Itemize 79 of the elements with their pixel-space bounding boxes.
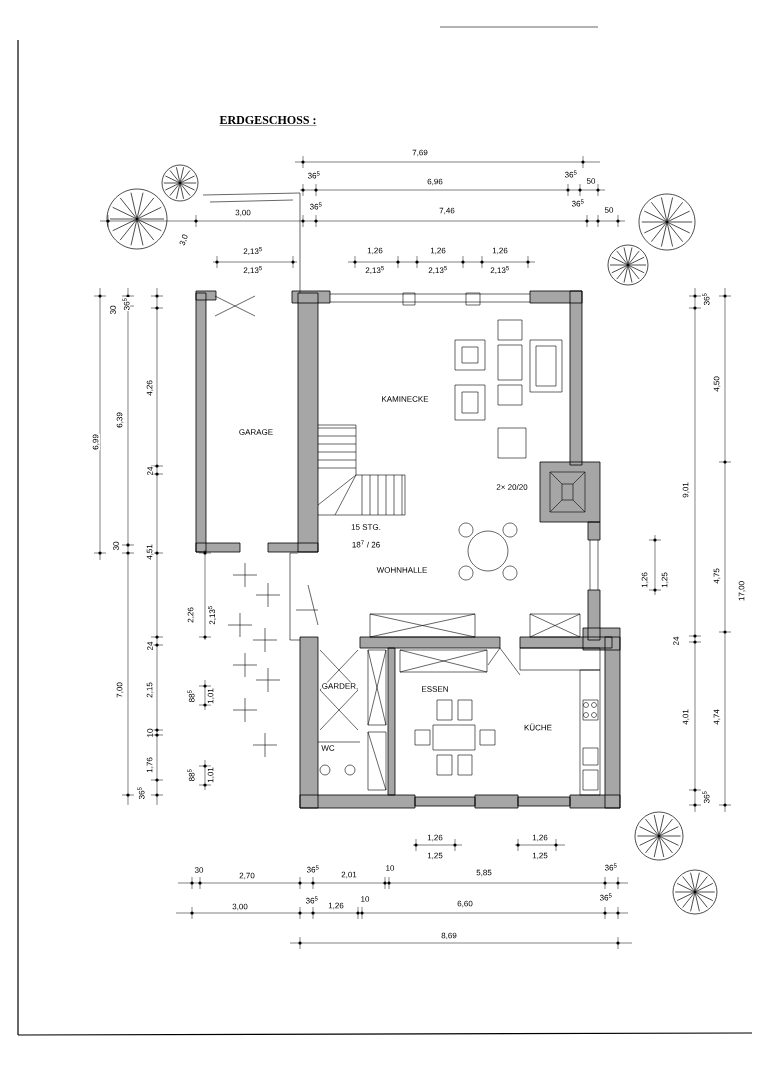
- dimension-label: 88$^{5}$: [186, 689, 196, 703]
- dimension-label: 7,46: [438, 207, 456, 215]
- room-label: WOHNHALLE: [376, 566, 428, 574]
- dimension-label: 1,01: [207, 687, 215, 705]
- dimension-label: 4,75: [713, 567, 721, 585]
- dimension-label: 36$^{5}$: [136, 786, 146, 800]
- dimension-label: 1,01: [207, 766, 215, 784]
- stair-label: 15 STG.: [350, 523, 382, 531]
- dimension-label: 3,00: [234, 209, 252, 217]
- dimension-label: 50: [603, 206, 615, 214]
- dimension-label: 10: [146, 727, 154, 739]
- dimension-label: 88$^{5}$: [186, 768, 196, 782]
- dimension-label: 2,13$^{5}$: [242, 265, 264, 275]
- dimension-label: 9,01: [682, 481, 690, 499]
- dimension-label: 24: [146, 465, 154, 477]
- dimension-label: 2,13$^{5}$: [489, 265, 511, 275]
- room-label: KÜCHE: [523, 723, 553, 731]
- dimension-label: 1,26: [429, 247, 447, 255]
- dimension-label: 7,00: [116, 681, 124, 699]
- dimension-label: 1,26: [366, 247, 384, 255]
- dimension-label: 36$^{5}$: [564, 169, 578, 179]
- dimension-label: 36$^{5}$: [701, 790, 711, 804]
- dimension-label: 1,26: [531, 834, 549, 842]
- dimension-label: 30: [193, 866, 205, 874]
- dimension-label: 6,99: [92, 433, 100, 451]
- dimension-label: 10: [384, 864, 396, 872]
- dimension-label: 1,76: [146, 756, 154, 774]
- dimension-label: 2,15: [146, 681, 154, 699]
- dimension-label: 6,96: [426, 178, 444, 186]
- dimension-label: 3,0: [178, 232, 190, 248]
- dimension-label: 36$^{5}$: [121, 297, 131, 311]
- title: ERDGESCHOSS :: [219, 115, 317, 126]
- dimension-label: 2,70: [238, 872, 256, 880]
- dimension-label: 4,01: [682, 708, 690, 726]
- dimension-label: 36$^{5}$: [305, 895, 319, 905]
- dimension-label: 50: [585, 177, 597, 185]
- stair-label: 18$^{7}$ / 26: [351, 539, 381, 549]
- dimension-label: 36$^{5}$: [571, 198, 585, 208]
- dimension-label: 6,60: [456, 900, 474, 908]
- dimension-label: 30: [109, 304, 117, 316]
- dimension-label: 1,25: [426, 852, 444, 860]
- room-label: KAMINECKE: [380, 395, 430, 403]
- dimension-label: 36$^{5}$: [306, 864, 320, 874]
- dimension-label: 30: [112, 540, 120, 552]
- dimension-label: 2,13$^{5}$: [427, 265, 449, 275]
- room-label: GARDER.: [321, 682, 359, 690]
- dimension-label: 2× 20/20: [495, 483, 529, 491]
- dimension-label: 1,25: [661, 571, 669, 589]
- dimension-label: 10: [359, 895, 371, 903]
- dimension-label: 1,26: [491, 247, 509, 255]
- room-label: WC: [320, 744, 336, 752]
- dimension-label: 4,74: [713, 708, 721, 726]
- dimension-label: 2,13$^{5}$: [242, 246, 264, 256]
- dimension-label: 2,13$^{5}$: [364, 265, 386, 275]
- dimension-label: 36$^{5}$: [309, 201, 323, 211]
- room-label: ESSEN: [420, 685, 450, 693]
- dimension-label: 4,26: [146, 379, 154, 397]
- dimension-label: 36$^{5}$: [701, 292, 711, 306]
- dimension-label: 5,85: [475, 869, 493, 877]
- dimension-label: 1,25: [531, 852, 549, 860]
- dimension-label: 4,50: [713, 375, 721, 393]
- dimension-label: 2,13$^{5}$: [207, 604, 217, 626]
- dimension-label: 2,26: [187, 606, 195, 624]
- dimension-label: 7,69: [411, 149, 429, 157]
- dimension-label: 1,26: [426, 834, 444, 842]
- dimension-label: 24: [672, 635, 680, 647]
- room-label: GARAGE: [238, 428, 274, 436]
- dimension-label: 8,69: [440, 932, 458, 940]
- dimension-label: 4,51: [146, 543, 154, 561]
- dimension-label: 1,26: [641, 571, 649, 589]
- dimension-label: 36$^{5}$: [599, 892, 613, 902]
- dimension-label: 6,39: [116, 411, 124, 429]
- dimension-label: 17,00: [738, 580, 746, 602]
- dimension-label: 2,01: [340, 871, 358, 879]
- dimension-label: 24: [146, 640, 154, 652]
- dimension-label: 36$^{5}$: [604, 862, 618, 872]
- dimension-label: 3,00: [231, 903, 249, 911]
- dimension-label: 1,26: [327, 902, 345, 910]
- dimension-label: 36$^{5}$: [307, 170, 321, 180]
